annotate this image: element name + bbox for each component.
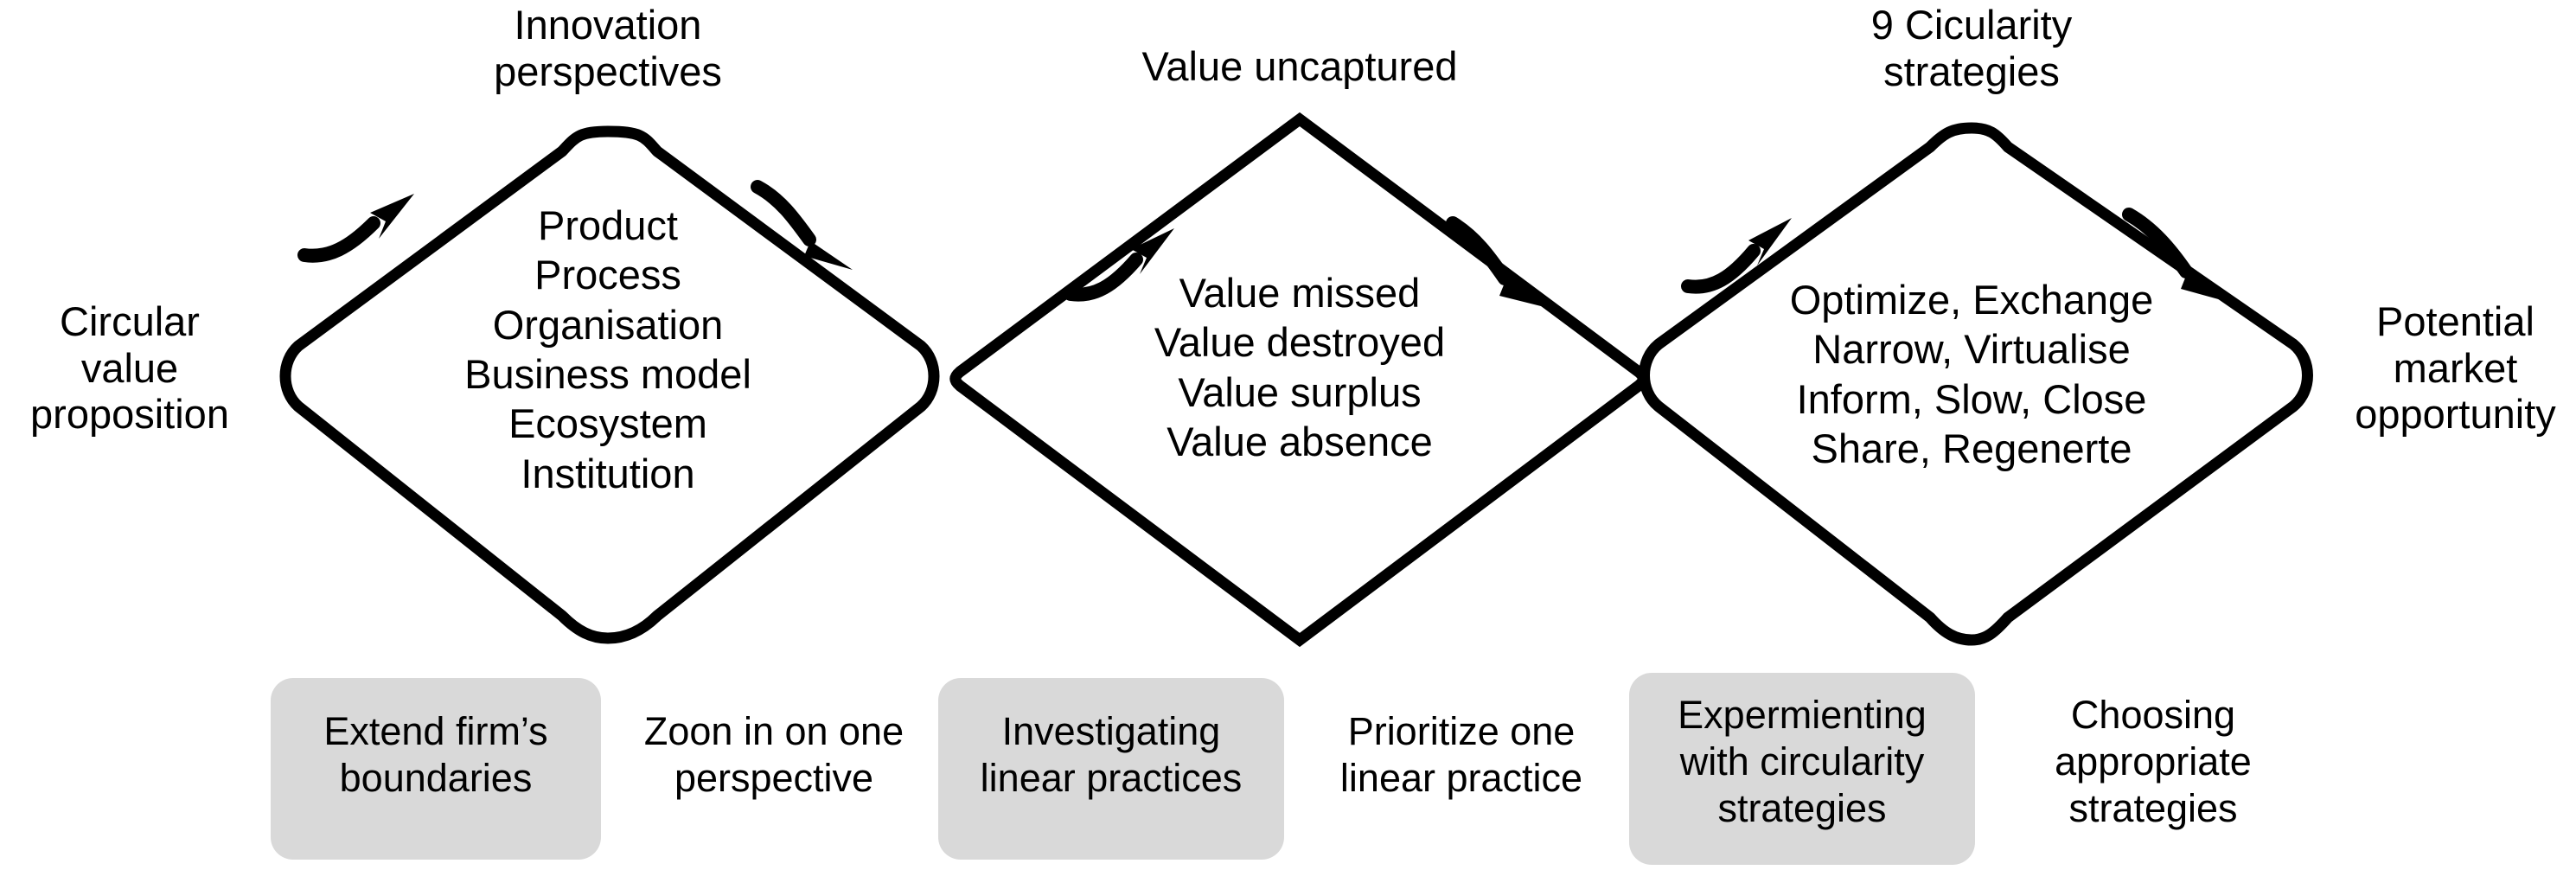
stage-items-circularity-strategies: Optimize, Exchange Narrow, Virtualise In…: [1789, 277, 2154, 471]
stage-items-value-uncaptured: Value missed Value destroyed Value surpl…: [1154, 270, 1446, 464]
stage-heading-innovation-perspectives: Innovation perspectives: [494, 2, 722, 94]
stage-heading-value-uncaptured: Value uncaptured: [1141, 43, 1458, 89]
caption-converge-stage-2: Prioritize one linear practice: [1339, 709, 1583, 800]
caption-diverge-stage-1: Extend firm’s boundaries: [323, 709, 548, 800]
curved-up-right-arrow-icon-stage-1: [297, 194, 414, 263]
stage-items-innovation-perspectives: Product Process Organisation Business mo…: [464, 202, 751, 496]
left-input-label: Circular value proposition: [30, 298, 229, 438]
caption-diverge-stage-3: Expermienting with circularity strategie…: [1678, 693, 1927, 830]
caption-converge-stage-3: Choosing appropriate strategies: [2055, 693, 2252, 830]
highlight-box-stage-1: [271, 678, 601, 860]
highlight-box-stage-2: [938, 678, 1284, 860]
caption-converge-stage-1: Zoon in on one perspective: [643, 709, 904, 800]
right-output-label: Potential market opportunity: [2355, 298, 2556, 438]
stage-heading-circularity-strategies: 9 Cicularity strategies: [1870, 2, 2073, 94]
caption-diverge-stage-2: Investigating linear practices: [980, 709, 1243, 800]
highlight-box-stage-3: [1629, 673, 1975, 865]
